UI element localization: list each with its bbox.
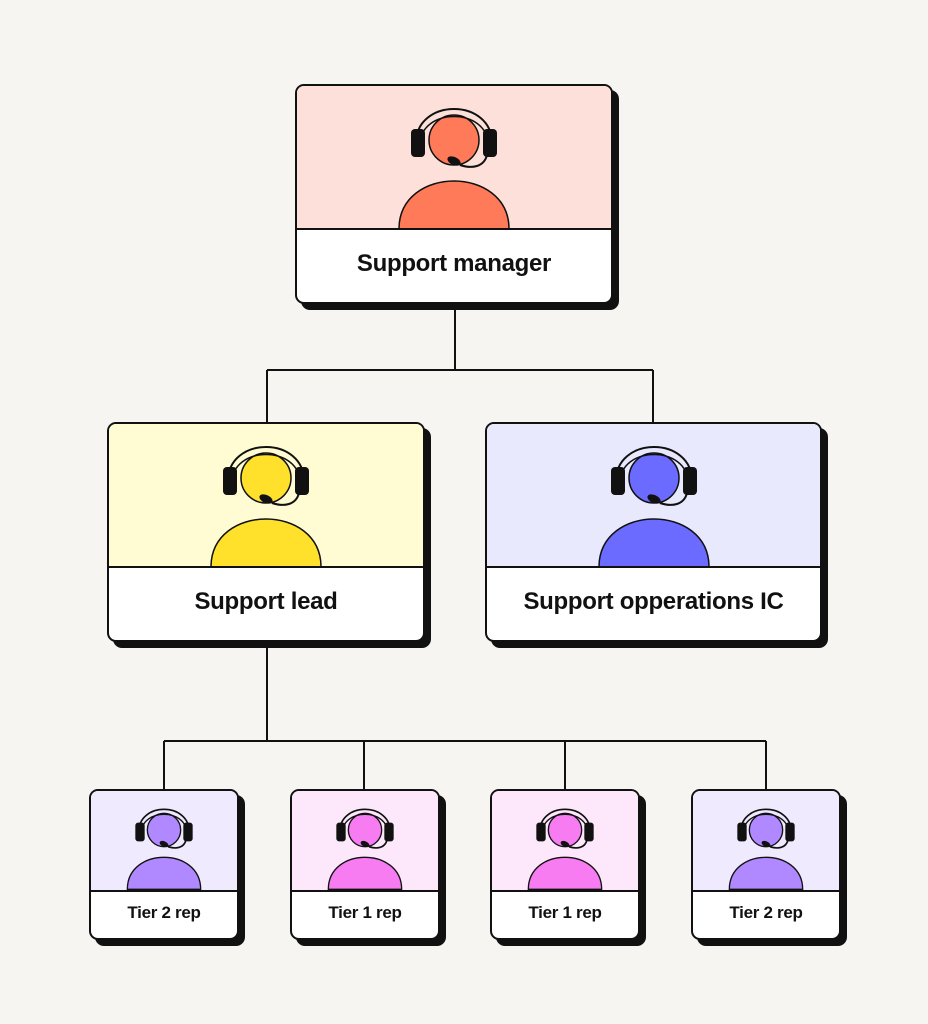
avatar-area xyxy=(292,791,438,892)
card-tier-2-rep: Tier 2 rep xyxy=(89,789,239,940)
node-label: Support opperations IC xyxy=(523,588,784,615)
support-agent-headset-icon xyxy=(327,808,403,890)
support-agent-headset-icon xyxy=(728,808,804,890)
card-support-operations-ic: Support opperations IC xyxy=(485,422,822,642)
card-tier-2-rep: Tier 2 rep xyxy=(691,789,841,940)
node-label: Support manager xyxy=(356,250,552,277)
node-label: Tier 1 rep xyxy=(328,903,402,922)
card-support-lead: Support lead xyxy=(107,422,425,642)
avatar-area xyxy=(492,791,638,892)
avatar-area xyxy=(297,86,611,230)
support-agent-headset-icon xyxy=(210,446,322,566)
support-agent-headset-icon xyxy=(527,808,603,890)
connector-lead-children xyxy=(163,642,767,790)
card-tier-1-rep: Tier 1 rep xyxy=(490,789,640,940)
node-label: Tier 2 rep xyxy=(127,903,201,922)
node-label: Tier 2 rep xyxy=(729,903,803,922)
card-support-manager: Support manager xyxy=(295,84,613,304)
node-label: Tier 1 rep xyxy=(528,903,602,922)
node-label: Support lead xyxy=(194,588,338,615)
card-tier-1-rep: Tier 1 rep xyxy=(290,789,440,940)
avatar-area xyxy=(693,791,839,892)
support-agent-headset-icon xyxy=(398,108,510,228)
support-agent-headset-icon xyxy=(597,446,710,566)
connector-manager-children xyxy=(266,305,654,423)
avatar-area xyxy=(487,424,820,568)
support-agent-headset-icon xyxy=(126,808,202,890)
avatar-area xyxy=(109,424,423,568)
avatar-area xyxy=(91,791,237,892)
